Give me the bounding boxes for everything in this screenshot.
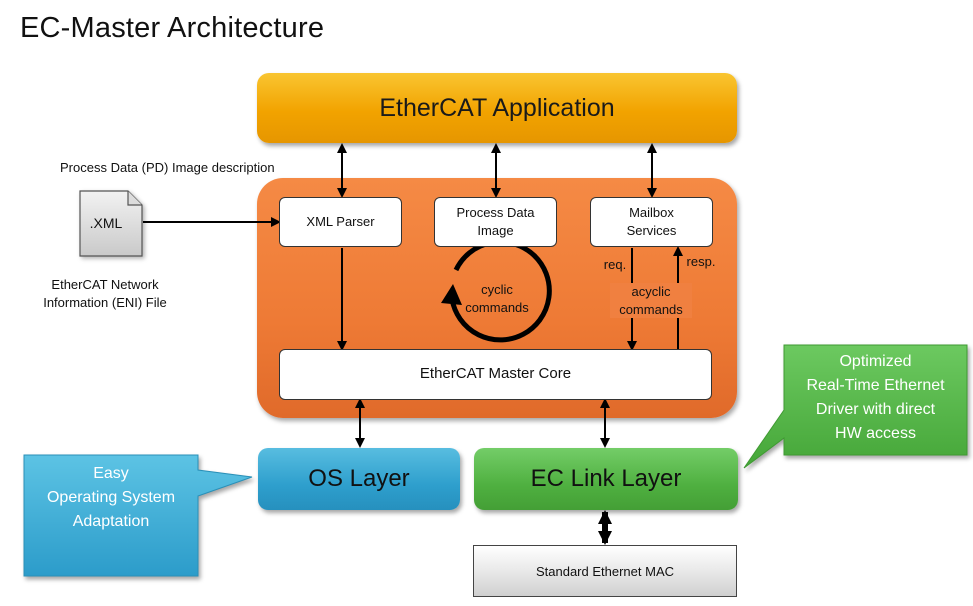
req-label: req. (603, 257, 627, 272)
eni-label-line2: Information (ENI) File (43, 294, 167, 310)
callout-ec-text: Optimized Real-Time Ethernet Driver with… (784, 350, 967, 446)
pd-image-description-label: Process Data (PD) Image description (60, 160, 275, 175)
xml-file-icon (79, 190, 143, 257)
cyclic-line1: cyclic (481, 282, 513, 297)
callout-os-line3: Adaptation (72, 513, 150, 530)
xml-file-label: .XML (89, 215, 123, 231)
ethercat-application-label: EtherCAT Application (379, 93, 615, 122)
callout-os-shape (23, 454, 253, 577)
ec-link-layer-label: EC Link Layer (530, 465, 682, 492)
page-title: EC-Master Architecture (20, 12, 325, 44)
callout-ec-line3: Driver with direct (815, 401, 936, 418)
ethercat-application-block: EtherCAT Application (257, 73, 737, 143)
mailbox-line1: Mailbox (629, 205, 674, 221)
master-core-label: EtherCAT Master Core (419, 365, 572, 383)
pd-image-line2: Image (477, 223, 514, 238)
mailbox-services-box: Mailbox Services (590, 197, 713, 247)
cyclic-line2: commands (465, 299, 529, 315)
mailbox-line2: Services (626, 223, 677, 238)
ethernet-mac-label: Standard Ethernet MAC (535, 563, 675, 579)
os-layer-block: OS Layer (258, 448, 460, 510)
eni-file-label: EtherCAT Network Information (ENI) File (30, 276, 180, 311)
callout-ec-line2: Real-Time Ethernet (806, 377, 945, 394)
acyclic-commands-label: acyclic commands (610, 283, 692, 319)
standard-ethernet-mac-block: Standard Ethernet MAC (473, 545, 737, 597)
xml-parser-box: XML Parser (279, 197, 402, 247)
cyclic-commands-label: cyclic commands (455, 281, 539, 316)
xml-parser-label: XML Parser (306, 214, 375, 230)
ethercat-master-core-box: EtherCAT Master Core (279, 349, 712, 400)
callout-os-line2: Operating System (46, 489, 176, 506)
eni-label-line1: EtherCAT Network (51, 277, 159, 292)
callout-os-text: Easy Operating System Adaptation (24, 462, 198, 534)
callout-os-line1: Easy (93, 465, 129, 482)
callout-ec-line1: Optimized (839, 353, 912, 370)
acyclic-line1: acyclic (631, 284, 671, 299)
process-data-image-box: Process Data Image (434, 197, 557, 247)
ec-link-layer-block: EC Link Layer (474, 448, 738, 510)
acyclic-line2: commands (619, 301, 683, 317)
resp-label: resp. (686, 254, 716, 269)
callout-ec-shape (743, 344, 968, 469)
pd-image-line1: Process Data (456, 205, 535, 221)
callout-ec-line4: HW access (835, 425, 916, 442)
os-layer-label: OS Layer (308, 465, 410, 492)
